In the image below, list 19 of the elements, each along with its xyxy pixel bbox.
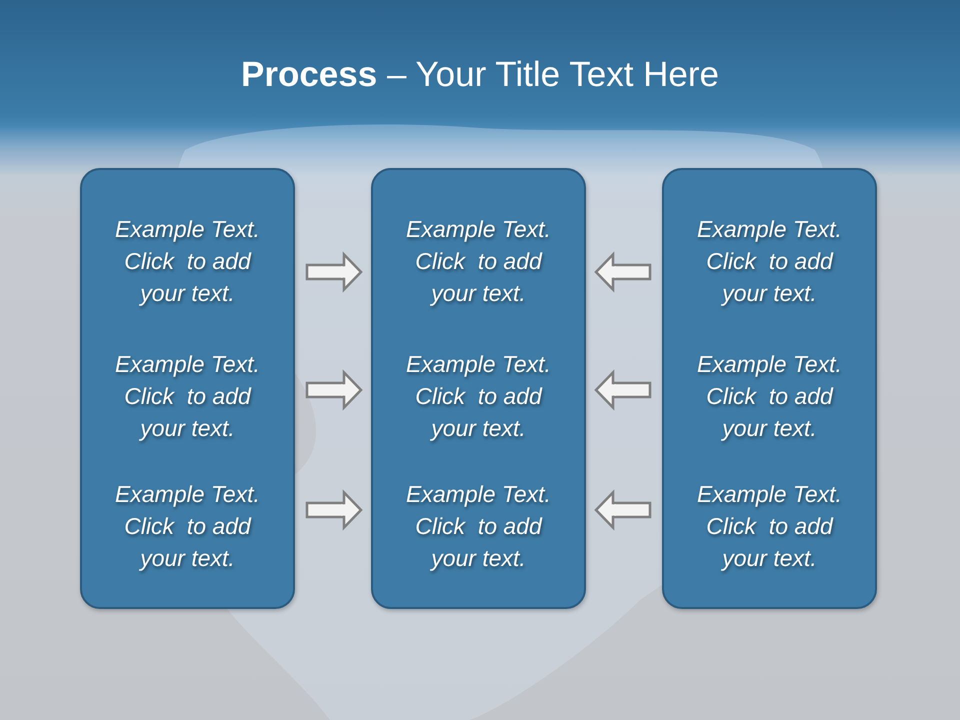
panel-text: Example Text. Click to add your text. bbox=[405, 350, 552, 443]
panel-text: Example Text. Click to add your text. bbox=[114, 215, 261, 308]
arrow bbox=[594, 253, 652, 291]
panel bbox=[371, 168, 586, 609]
panel bbox=[80, 168, 295, 609]
title: Process – Your Title Text Here bbox=[241, 54, 719, 96]
arrow bbox=[306, 253, 362, 291]
panel-text: Example Text. Click to add your text. bbox=[114, 350, 261, 443]
panel-text: Example Text. Click to add your text. bbox=[405, 215, 552, 308]
arrow bbox=[594, 491, 652, 529]
arrow bbox=[306, 491, 362, 529]
panel-text: Example Text. Click to add your text. bbox=[696, 215, 843, 308]
arrow bbox=[594, 371, 652, 409]
panel-text: Example Text. Click to add your text. bbox=[696, 350, 843, 443]
panel-text: Example Text. Click to add your text. bbox=[405, 480, 552, 573]
panel bbox=[662, 168, 877, 609]
arrow bbox=[306, 371, 362, 409]
panel-text: Example Text. Click to add your text. bbox=[696, 480, 843, 573]
panel-text: Example Text. Click to add your text. bbox=[114, 480, 261, 573]
